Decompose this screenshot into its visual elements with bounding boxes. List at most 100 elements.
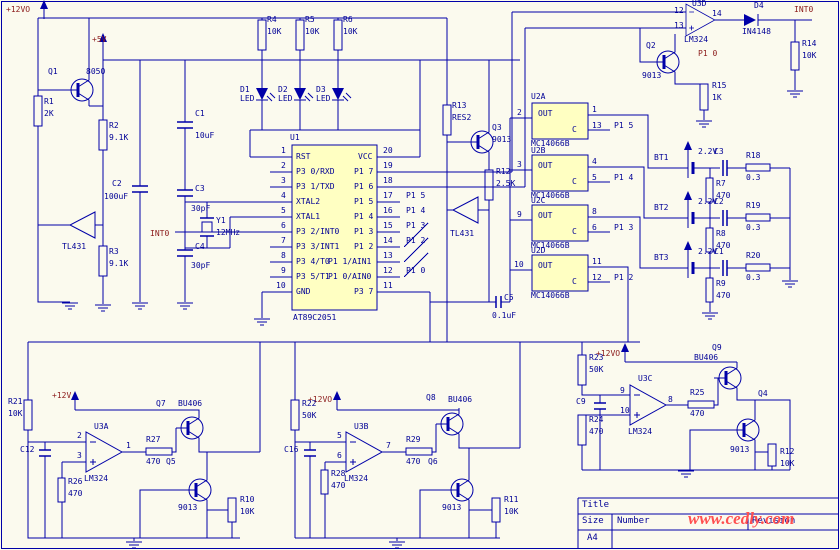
label-5: 5 <box>281 206 286 215</box>
label-9: 9 <box>517 210 522 219</box>
label-r14: R14 <box>802 39 817 48</box>
ground-icon <box>388 541 406 549</box>
label-c: C <box>572 125 577 134</box>
label-d4: D4 <box>754 1 764 10</box>
transistor-q5 <box>182 472 213 508</box>
label-10k: 10K <box>802 51 817 60</box>
label-5: 5 <box>337 431 342 440</box>
label-r5: R5 <box>305 15 315 24</box>
label-6: 6 <box>281 221 286 230</box>
label-r25: R25 <box>690 388 705 397</box>
label-d2: D2 <box>278 85 288 94</box>
label-r3: R3 <box>109 247 119 256</box>
label-p1-3: P1 3 <box>354 227 374 236</box>
label-bu406: BU406 <box>448 395 473 404</box>
label-r23: R23 <box>589 353 604 362</box>
ground-icon <box>701 312 719 320</box>
label-r21: R21 <box>8 397 23 406</box>
label-7: 7 <box>281 236 286 245</box>
label-r10: R10 <box>240 495 255 504</box>
label-p1-0-ain0: P1 0/AIN0 <box>328 272 372 281</box>
label-11: 11 <box>383 281 393 290</box>
label-15: 15 <box>383 221 393 230</box>
label-p1-2: P1 2 <box>406 236 426 245</box>
label-in4148: IN4148 <box>742 27 771 36</box>
opamp-u3c <box>629 384 667 426</box>
diode-d4 <box>744 14 759 26</box>
label-c4: C4 <box>195 242 205 251</box>
label--12vo: +12VO <box>6 5 31 14</box>
power-arrow-12v <box>70 390 80 411</box>
label-q4: Q4 <box>758 389 768 398</box>
label-9-1k: 9.1K <box>109 133 129 142</box>
label-xtal2: XTAL2 <box>296 197 321 206</box>
label-u3d: U3D <box>692 0 707 8</box>
label-c2: C2 <box>112 179 122 188</box>
label-100uf: 100uF <box>104 192 129 201</box>
label-14: 14 <box>383 236 393 245</box>
label-p1-1-ain1: P1 1/AIN1 <box>328 257 372 266</box>
label-470: 470 <box>716 191 731 200</box>
label-r4: R4 <box>267 15 277 24</box>
label-8: 8 <box>668 395 673 404</box>
label-c9: C9 <box>576 397 586 406</box>
label-int0: INT0 <box>150 229 170 238</box>
label-u3b: U3B <box>354 422 369 431</box>
ground-icon <box>253 318 271 326</box>
label-4: 4 <box>281 191 286 200</box>
label-q2: Q2 <box>646 41 656 50</box>
label-lm324: LM324 <box>628 427 653 436</box>
opamp-u3b <box>345 431 383 473</box>
label-470: 470 <box>331 481 346 490</box>
label-u2a: U2A <box>531 92 546 101</box>
label-1: 1 <box>592 105 597 114</box>
label-1: 1 <box>126 441 131 450</box>
label-2: 2 <box>281 161 286 170</box>
label-9013: 9013 <box>642 71 662 80</box>
watermark: www.cedly.com <box>688 509 795 528</box>
label-mc14066b: MC14066B <box>531 241 570 250</box>
ground-icon <box>94 304 112 312</box>
label-lm324: LM324 <box>344 474 369 483</box>
label-u2b: U2B <box>531 146 546 155</box>
label-10k: 10K <box>8 409 23 418</box>
label-30pf: 30pF <box>191 261 211 270</box>
label-10: 10 <box>514 260 524 269</box>
label-9013: 9013 <box>730 445 750 454</box>
label-12mhz: 12MHz <box>216 228 241 237</box>
label-9-1k: 9.1K <box>109 259 129 268</box>
transistor-q8 <box>434 406 465 442</box>
label-30pf: 30pF <box>191 204 211 213</box>
led-d1 <box>255 85 276 107</box>
label-19: 19 <box>383 161 393 170</box>
label-gnd: GND <box>296 287 311 296</box>
label-p1-2: P1 2 <box>614 273 634 282</box>
label-8: 8 <box>592 207 597 216</box>
label-r20: R20 <box>746 251 761 260</box>
label-10uf: 10uF <box>195 131 215 140</box>
label-13: 13 <box>383 251 393 260</box>
label-3: 3 <box>517 160 522 169</box>
label-p1-0: P1 0 <box>698 49 718 58</box>
label-r22: R22 <box>302 399 317 408</box>
label-r27: R27 <box>146 435 161 444</box>
transistor-q3 <box>464 124 495 160</box>
label-16: 16 <box>383 206 393 215</box>
label-12: 12 <box>674 6 684 15</box>
label-p1-4: P1 4 <box>614 173 634 182</box>
label-r15: R15 <box>712 81 727 90</box>
label-8: 8 <box>281 251 286 260</box>
label-470: 470 <box>589 427 604 436</box>
label-d1: D1 <box>240 85 250 94</box>
label-0-1uf: 0.1uF <box>492 311 517 320</box>
label-10k: 10K <box>267 27 282 36</box>
label-9013: 9013 <box>178 503 198 512</box>
ground-icon <box>125 541 143 549</box>
label-10: 10 <box>276 281 286 290</box>
ground-icon <box>176 302 194 310</box>
label-bu406: BU406 <box>178 399 203 408</box>
label-q6: Q6 <box>428 457 438 466</box>
ground-icon <box>781 280 799 288</box>
